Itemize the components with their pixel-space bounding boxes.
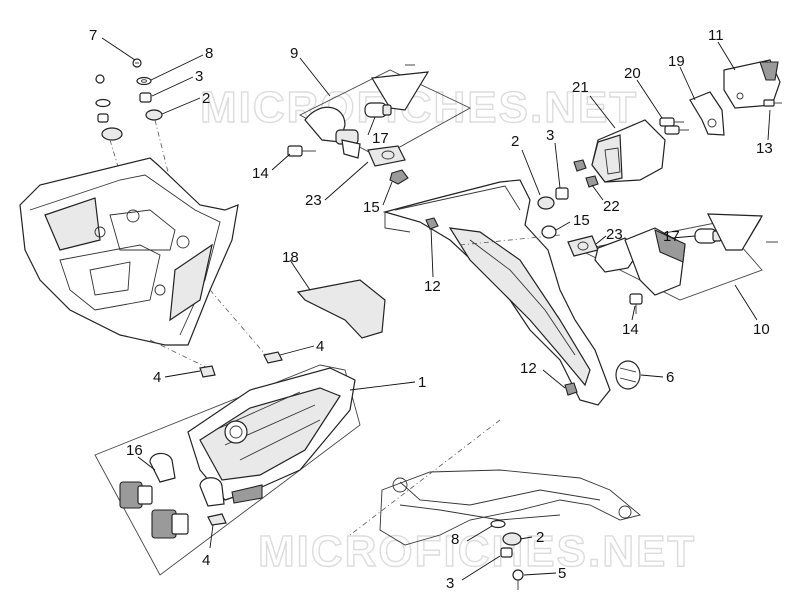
callout-4: 4 xyxy=(202,552,210,569)
bolt-14-top xyxy=(287,145,316,157)
callout-5: 5 xyxy=(558,565,566,582)
turn-signal-housing-9 xyxy=(371,64,430,111)
bushing-3-mid xyxy=(555,187,569,200)
license-light-21 xyxy=(591,119,666,183)
licence-plate-holder xyxy=(382,179,611,406)
callout-17: 17 xyxy=(372,130,389,147)
grommet-2 xyxy=(145,109,163,121)
callout-11: 11 xyxy=(708,27,724,44)
callout-20: 20 xyxy=(624,65,641,82)
callout-1: 1 xyxy=(418,374,426,391)
screw-7 xyxy=(132,58,142,68)
leader-lines xyxy=(101,37,771,581)
screw-20-lower xyxy=(664,125,689,135)
callout-12: 12 xyxy=(520,360,537,377)
callout-17: 17 xyxy=(663,228,680,245)
turn-signal-stalk-top xyxy=(304,106,361,159)
callout-4: 4 xyxy=(153,369,161,386)
grommet-2-mid xyxy=(537,196,555,210)
callout-3: 3 xyxy=(446,575,454,592)
bulb-socket-16-lower xyxy=(151,477,225,539)
callout-8: 8 xyxy=(205,45,213,62)
washer-left xyxy=(95,98,111,108)
callout-10: 10 xyxy=(753,321,770,338)
cover-11 xyxy=(723,59,781,109)
callout-2: 2 xyxy=(536,529,544,546)
clip-4-bottom xyxy=(207,513,227,526)
rubber-pad-18 xyxy=(296,279,386,339)
clip-4-left xyxy=(199,365,216,378)
nut-12-bottom xyxy=(564,382,578,396)
callout-labels: 7 8 3 2 9 17 14 23 15 18 4 4 1 16 4 2 3 … xyxy=(89,27,773,592)
tail-light-1 xyxy=(187,367,356,504)
callout-3: 3 xyxy=(195,68,203,85)
bracket-23-top xyxy=(367,145,406,167)
callout-15: 15 xyxy=(573,212,590,229)
washer-8-bottom xyxy=(490,519,506,529)
callout-14: 14 xyxy=(252,165,269,182)
callout-21: 21 xyxy=(572,79,589,96)
bracket-23-mid xyxy=(567,235,599,257)
screw-left xyxy=(95,74,105,84)
grommet-left xyxy=(101,127,123,141)
grommet-2-bottom xyxy=(502,532,522,546)
bulb-socket-16-upper xyxy=(119,452,176,509)
callout-22: 22 xyxy=(603,198,620,215)
tail-fairing xyxy=(19,157,239,346)
nut-22-upper xyxy=(573,159,587,172)
bushing-left xyxy=(97,113,109,123)
reflector-6 xyxy=(615,360,641,390)
watermark-bottom: MICROFICHES.NET xyxy=(258,527,696,576)
screw-5 xyxy=(512,569,524,590)
callout-12: 12 xyxy=(424,278,441,295)
subframe-bracket-lower xyxy=(379,469,641,546)
washer-8 xyxy=(136,76,152,86)
bushing-3-bottom xyxy=(500,547,513,558)
bulb-17-top xyxy=(364,102,392,118)
screw-20-upper xyxy=(659,117,684,127)
callout-8: 8 xyxy=(451,531,459,548)
callout-6: 6 xyxy=(666,369,674,386)
screw-13 xyxy=(763,99,782,107)
callout-4: 4 xyxy=(316,338,324,355)
callout-23: 23 xyxy=(606,226,623,243)
callout-23: 23 xyxy=(305,192,322,209)
callout-18: 18 xyxy=(282,249,299,266)
callout-3: 3 xyxy=(546,127,554,144)
callout-9: 9 xyxy=(290,45,298,62)
nut-15-top xyxy=(389,169,409,185)
turn-signal-stalk-mid xyxy=(594,227,686,296)
callout-2: 2 xyxy=(511,133,519,150)
bolt-14-mid xyxy=(629,293,643,314)
nut-15-mid xyxy=(541,225,557,239)
nut-12-top xyxy=(425,217,439,230)
turn-signal-lens-10 xyxy=(707,213,778,251)
bushing-3 xyxy=(139,92,152,103)
callout-19: 19 xyxy=(668,53,685,70)
nut-22-lower xyxy=(585,175,599,188)
callout-7: 7 xyxy=(89,27,97,44)
callout-14: 14 xyxy=(622,321,639,338)
callout-2: 2 xyxy=(202,90,210,107)
callout-15: 15 xyxy=(363,199,380,216)
callout-16: 16 xyxy=(126,442,143,459)
watermark-top: MICROFICHES.NET xyxy=(200,83,638,132)
mounting-plate-19 xyxy=(689,91,725,136)
clip-4-right xyxy=(263,351,283,364)
callout-13: 13 xyxy=(756,140,773,157)
